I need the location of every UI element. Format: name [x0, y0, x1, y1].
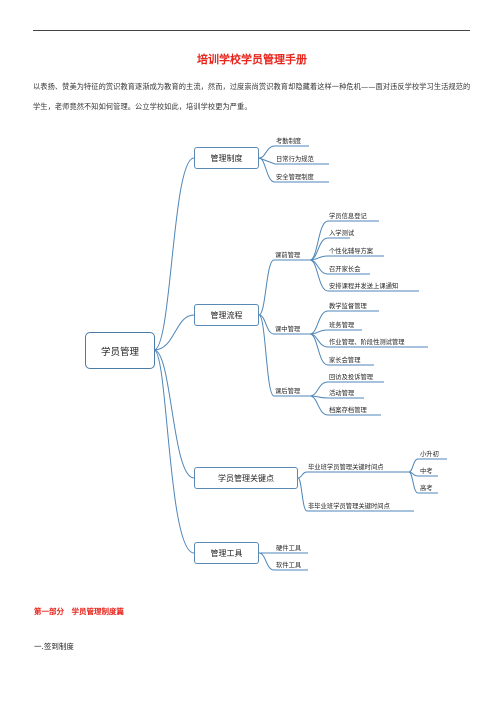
- section-heading: 一.签到制度: [34, 642, 74, 651]
- branch-management-tools: 管理工具: [194, 542, 259, 564]
- leaf-attendance-rules: 考勤制度: [276, 138, 302, 145]
- header-rule: [33, 30, 470, 31]
- leaf-student-info: 学员信息登记: [329, 213, 367, 220]
- leaf-activity-management: 活动管理: [329, 390, 355, 397]
- leaf-entrance-test: 入学测试: [329, 230, 355, 237]
- part-heading: 第一部分 学员管理制度篇: [34, 607, 124, 616]
- leaf-primary-to-middle: 小升初: [420, 451, 439, 458]
- leaf-schedule-notice: 安排课程并发送上课通知: [329, 283, 399, 290]
- leaf-parent-meeting-management: 家长会管理: [329, 357, 361, 364]
- leaf-class-affairs: 班务管理: [329, 322, 355, 329]
- group-post-class: 课后管理: [275, 388, 301, 395]
- intro-paragraph: 以表扬、赞美为特征的赏识教育逐渐成为教育的主流，然而，过度崇尚赏识教育却隐藏着这…: [33, 82, 471, 111]
- branch-management-rules: 管理制度: [194, 147, 259, 169]
- leaf-high-school-entrance: 中考: [420, 468, 433, 475]
- leaf-college-entrance: 高考: [420, 485, 433, 492]
- leaf-tutoring-plan: 个性化辅导方案: [329, 248, 374, 255]
- mindmap-root: 学员管理: [85, 332, 155, 369]
- leaf-parent-meeting: 召开家长会: [329, 266, 361, 273]
- leaf-homework-testing: 作业管理、阶段性测试管理: [329, 339, 405, 346]
- leaf-daily-conduct: 日常行为规范: [276, 156, 314, 163]
- leaf-teaching-supervision: 教学监督管理: [329, 303, 367, 310]
- branch-management-process: 管理流程: [194, 304, 259, 326]
- group-graduating-keypoints: 毕业班学员管理关键时间点: [308, 464, 384, 471]
- branch-key-points: 学员管理关键点: [194, 467, 298, 489]
- page-title: 培训学校学员管理手册: [197, 53, 307, 66]
- leaf-safety-rules: 安全管理制度: [276, 174, 314, 181]
- group-non-graduating-keypoints: 非毕业班学员管理关键时间点: [308, 503, 390, 510]
- leaf-software-tools: 软件工具: [276, 562, 302, 569]
- leaf-follow-up-complaints: 回访及投诉管理: [329, 374, 374, 381]
- group-in-class: 课中管理: [275, 326, 301, 333]
- group-pre-class: 课前管理: [275, 252, 301, 259]
- leaf-hardware-tools: 硬件工具: [276, 545, 302, 552]
- leaf-archive-management: 档案存档管理: [329, 407, 367, 414]
